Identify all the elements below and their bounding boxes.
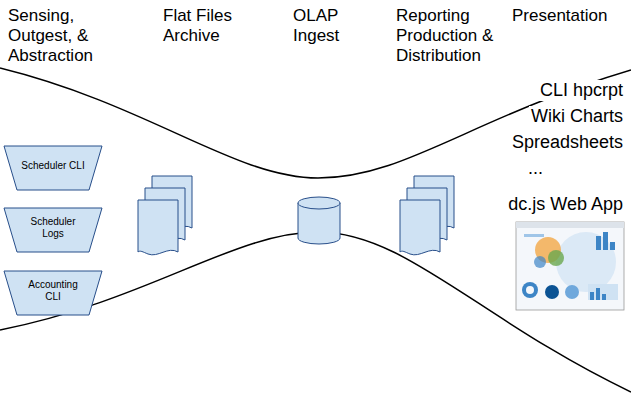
- source-trapezoid: Scheduler CLI: [3, 145, 103, 191]
- source-label: Scheduler Logs: [21, 216, 85, 240]
- presentation-item: ...: [526, 158, 545, 179]
- column-header: Reporting Production & Distribution: [396, 6, 494, 66]
- column-header: OLAP Ingest: [293, 6, 355, 46]
- presentation-item: CLI hpcrpt: [538, 80, 625, 101]
- flat-files-stack: [138, 176, 192, 255]
- source-label: Scheduler CLI: [21, 160, 85, 172]
- source-trapezoid: Accounting CLI: [3, 270, 103, 316]
- presentation-item: Wiki Charts: [529, 106, 625, 127]
- web-app-thumbnail: [516, 222, 624, 310]
- source-label: Accounting CLI: [21, 279, 85, 303]
- olap-cylinder: [298, 197, 340, 244]
- column-header: Presentation: [512, 6, 627, 26]
- report-stack: [400, 176, 454, 255]
- source-trapezoid: Scheduler Logs: [3, 207, 103, 253]
- presentation-item: Spreadsheets: [510, 132, 625, 153]
- column-header: Flat Files Archive: [163, 6, 253, 46]
- column-header: Sensing, Outgest, & Abstraction: [8, 6, 123, 66]
- presentation-item: dc.js Web App: [506, 194, 625, 215]
